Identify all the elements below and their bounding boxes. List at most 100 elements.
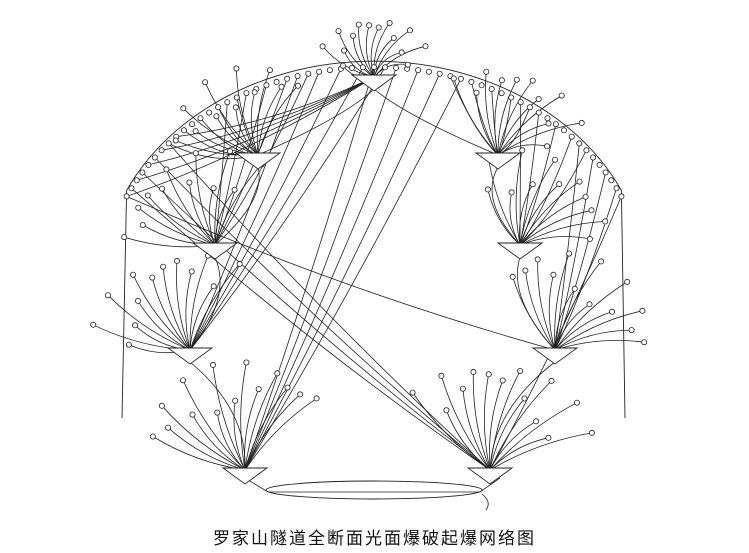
blast-hole [139,221,146,228]
blast-hole [609,308,616,315]
blast-hole [509,273,516,280]
contour-lead-line [189,67,364,351]
contour-lead-line [154,157,491,471]
contour-hole [197,115,204,122]
wire-line [166,169,216,246]
contour-lead-line [244,66,375,471]
wire-line [137,300,191,351]
blast-hole [582,193,589,200]
contour-hole [151,154,158,161]
connection-block [350,74,398,92]
wire-line [483,374,491,471]
blast-hole [438,372,445,379]
blasting-network-diagram [90,19,648,511]
blast-hole [571,285,578,292]
blast-hole [552,156,559,163]
wire-line [176,260,191,351]
contour-hole [158,147,165,154]
contour-hole [457,75,464,82]
wire-line [151,277,191,351]
wire-line [204,82,259,156]
wire-line [185,271,193,351]
wire-line [554,339,645,351]
connection-block [474,152,522,170]
contour-hole [561,127,568,134]
blast-hole [339,62,346,69]
wire-line [235,107,259,156]
trunk-line [257,88,375,156]
wire-line [132,274,191,351]
blast-hole [210,283,217,290]
connection-block [234,152,282,170]
connection-block [191,242,239,260]
blast-hole [172,137,179,144]
blast-hole [251,89,258,96]
wire-line [167,427,246,471]
contour-hole [602,169,609,176]
contour-hole [316,68,323,75]
wire-line [548,274,556,351]
blast-hole [406,27,413,34]
contour-hole [415,67,422,74]
contour-hole [590,154,597,161]
blast-hole [483,68,490,75]
contour-hole [498,90,505,97]
blast-hole [602,218,609,225]
blast-hole [521,395,528,402]
blast-hole [409,389,416,396]
blast-hole [535,96,542,103]
wire-line [236,68,259,156]
blast-hole [90,321,97,328]
blast-hole [517,367,524,374]
wire-line [489,437,549,471]
wire-line [525,270,556,351]
wire-line [489,380,552,471]
blast-hole [231,186,238,193]
blast-hole [485,371,492,378]
wire-line [240,362,247,471]
contour-hole [326,67,333,74]
wire-line [244,388,260,471]
blast-hole [545,120,552,127]
contour-lead-line [148,76,375,166]
blast-hole [105,292,112,299]
blast-hole [180,105,187,112]
blast-hole [578,119,585,126]
wire-line [519,184,534,246]
blast-hole [278,83,285,90]
blast-hole [134,297,141,304]
blast-hole [533,418,540,425]
contour-lead-line [489,196,622,471]
blast-hole [586,235,593,242]
contour-hole [382,64,389,71]
wire-line [554,288,576,351]
wire-line [488,155,521,246]
contour-hole [165,140,172,147]
contour-lead-line [161,76,375,151]
wire-line [244,373,278,471]
blast-hole [639,307,646,314]
blast-hole [232,104,239,111]
trunk-line [489,361,556,471]
contour-lead-line [131,187,491,471]
contour-lead-line [554,157,594,351]
blast-hole [188,268,195,275]
contour-hole [526,104,533,111]
contour-lead-line [519,124,557,246]
contour-lead-line [519,136,573,246]
blast-hole [284,384,291,391]
contour-hole [243,90,250,97]
blast-hole [121,234,128,241]
blast-hole [459,385,466,392]
blast-hole [341,47,348,54]
blast-hole [158,402,165,409]
contour-hole [478,82,485,89]
contour-hole [305,70,312,77]
contour-lead-line [142,172,491,471]
contour-lead-line [554,143,580,351]
wire-line [554,310,643,351]
blast-hole [558,92,565,99]
blast-hole [213,113,220,120]
core-guide [291,109,443,440]
contour-lead-line [519,150,587,246]
